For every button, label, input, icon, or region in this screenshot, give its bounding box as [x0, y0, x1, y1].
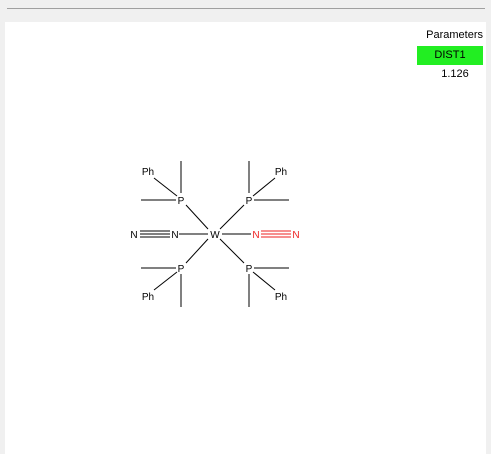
p1-bond-ph [153, 177, 178, 197]
p4-bond-ph [252, 271, 276, 291]
atom-w: W [210, 230, 220, 241]
bond-w-p3 [185, 238, 209, 264]
group-ph-4: Ph [275, 292, 287, 303]
bond-w-p2 [219, 204, 245, 230]
group-ph-1: Ph [142, 167, 154, 178]
atom-n-left-outer: N [130, 230, 137, 241]
parameters-title: Parameters [426, 29, 483, 41]
parameter-dist1-value: 1.126 [441, 68, 469, 80]
atom-p1: P [178, 196, 185, 207]
atom-n-left-inner: N [171, 230, 178, 241]
atom-n-right-inner: N [252, 230, 259, 241]
parameter-dist1-button[interactable]: DIST1 [417, 46, 483, 65]
group-ph-3: Ph [142, 292, 154, 303]
atom-n-right-outer: N [292, 230, 299, 241]
group-ph-2: Ph [275, 167, 287, 178]
molecule-canvas[interactable] [5, 22, 486, 454]
separator [7, 8, 485, 9]
window-top-strip [0, 0, 491, 22]
atom-p3: P [178, 264, 185, 275]
bond-w-p4 [219, 238, 245, 264]
p3-bond-ph [153, 271, 178, 291]
bond-w-p1 [185, 204, 209, 230]
parameters-panel: Parameters DIST1 1.126 [417, 28, 483, 81]
p2-bond-ph [252, 177, 276, 197]
atom-p2: P [246, 196, 253, 207]
atom-p4: P [246, 264, 253, 275]
